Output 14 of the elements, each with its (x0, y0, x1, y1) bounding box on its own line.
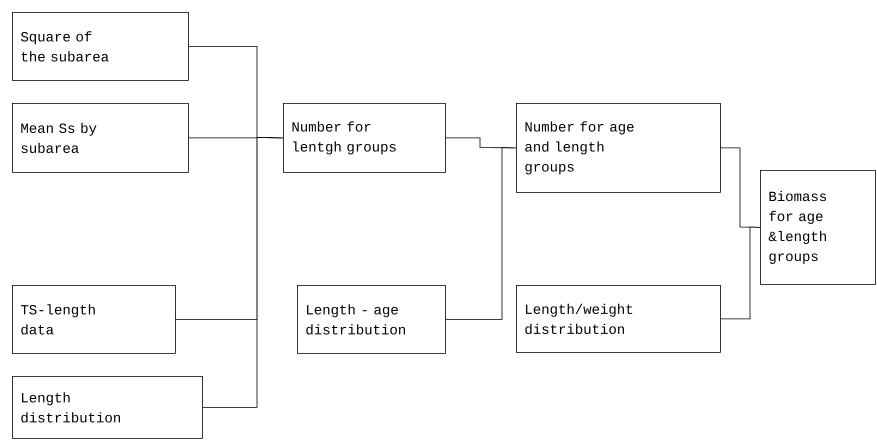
connector-line (445, 147, 516, 320)
process-box: Biomass for age &length groups (760, 170, 876, 285)
connector-line (720, 148, 760, 228)
process-box: Mean Ss by subarea (12, 103, 189, 173)
connector-line (202, 137, 284, 408)
connector-line (445, 138, 516, 148)
connector-line (720, 226, 760, 320)
process-box: TS-length data (12, 285, 176, 354)
process-box: Length distribution (12, 376, 203, 439)
process-box: Number for lentgh groups (283, 103, 446, 173)
process-box: Length/weight distribution (516, 285, 721, 353)
process-box: Number for age and length groups (516, 103, 721, 193)
process-box: Square of the subarea (12, 12, 189, 81)
process-box: Length - age distribution (297, 285, 446, 354)
